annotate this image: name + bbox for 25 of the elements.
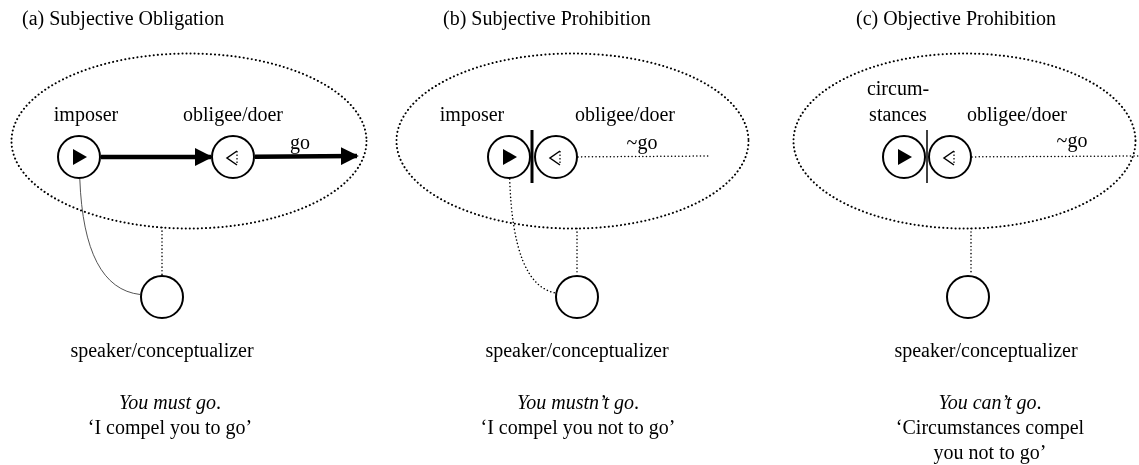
connector-line	[79, 178, 141, 295]
role-label: speaker/conceptualizer	[484, 338, 670, 363]
dotted-line	[577, 155, 709, 158]
dotted-line	[508, 178, 557, 294]
gloss: ‘Circumstances compel you not to go’	[894, 415, 1086, 465]
example-sentence: You mustn’t go.	[516, 390, 640, 415]
role-label: imposer	[52, 102, 120, 127]
gloss: ‘I compel you not to go’	[480, 415, 676, 440]
role-label: obligee/doer	[966, 102, 1068, 127]
dotted-line	[161, 226, 163, 276]
example-sentence: You must go.	[118, 390, 222, 415]
panel-title: (a) Subjective Obligation	[22, 6, 225, 31]
arrow	[101, 148, 213, 166]
role-label: imposer	[438, 102, 506, 127]
dotted-line	[971, 155, 1139, 158]
role-label: speaker/conceptualizer	[69, 338, 255, 363]
role-label: obligee/doer	[182, 102, 284, 127]
example-sentence: You can’t go.	[938, 390, 1042, 415]
role-label: obligee/doer	[574, 102, 676, 127]
panel-title: (c) Objective Prohibition	[856, 6, 1056, 31]
role-label: speaker/conceptualizer	[893, 338, 1079, 363]
role-label: circum- stances	[865, 76, 931, 127]
gloss: ‘I compel you to go’	[87, 415, 253, 440]
panel-title: (b) Subjective Prohibition	[443, 6, 651, 31]
arrow	[255, 147, 359, 166]
